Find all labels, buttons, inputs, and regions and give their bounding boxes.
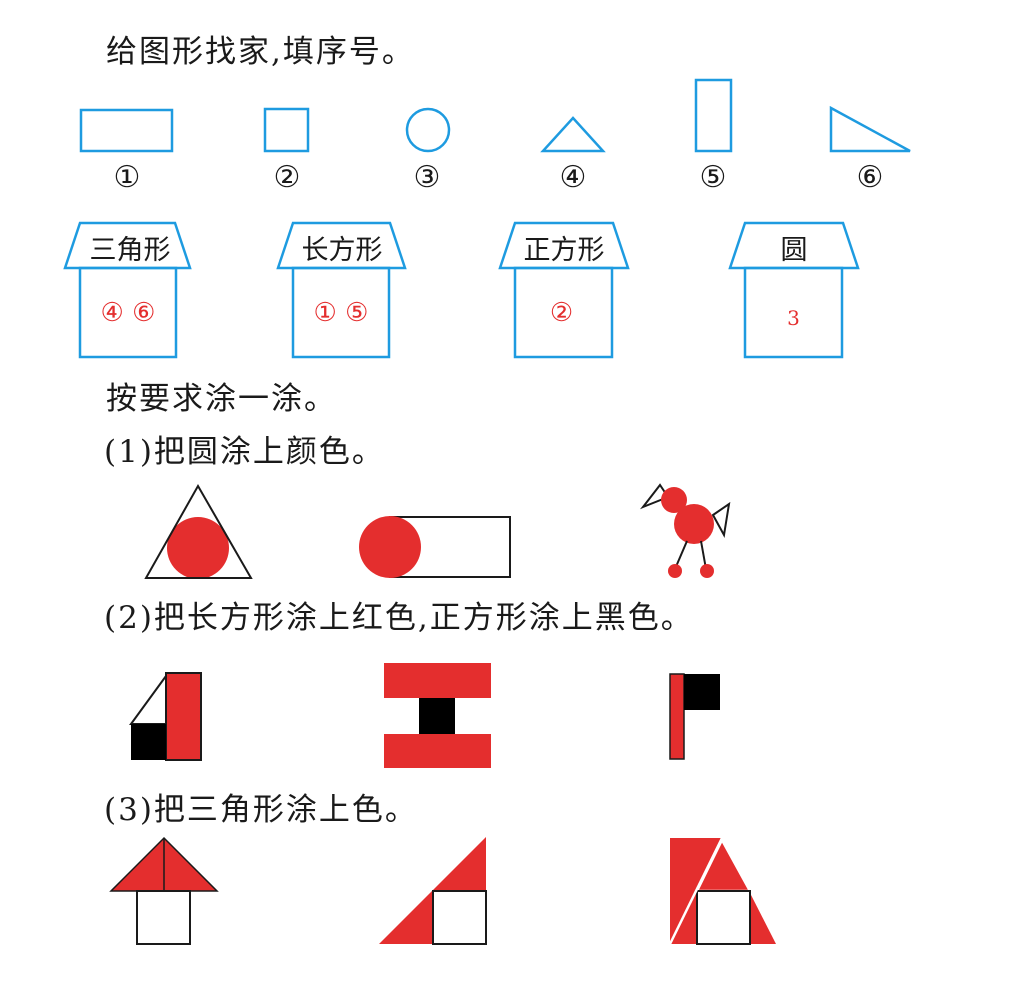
right-triangle-square-figure	[379, 837, 487, 945]
section2-title: 按要求涂一涂。	[106, 381, 337, 417]
answer-rectangle: ① ⑤	[313, 298, 369, 328]
triangle-icon	[540, 116, 606, 153]
shape-number-1: ①	[113, 160, 141, 195]
house-rectangle	[276, 221, 407, 359]
house-triangle	[63, 221, 192, 359]
question-2: (2)把长方形涂上红色,正方形涂上黑色。	[104, 600, 694, 636]
shape-number-6: ⑥	[856, 160, 884, 195]
house-label-square: 正方形	[523, 235, 605, 266]
answer-triangle: ④ ⑥	[100, 298, 156, 328]
house-label-triangle: 三角形	[89, 235, 171, 266]
rectangle-with-circle-figure	[359, 516, 511, 578]
section1-title: 给图形找家,填序号。	[106, 34, 415, 70]
house-circle	[728, 221, 860, 359]
bird-figure	[639, 483, 731, 578]
house-label-circle: 圆	[780, 235, 808, 266]
question-1: (1)把圆涂上颜色。	[104, 434, 385, 470]
square-icon	[263, 107, 310, 153]
shape-number-5: ⑤	[699, 160, 727, 195]
i-beam-figure	[384, 663, 491, 768]
shape-number-4: ④	[559, 160, 587, 195]
a-frame-figure	[668, 837, 776, 945]
question-3: (3)把三角形涂上色。	[104, 792, 418, 828]
house-label-rectangle: 长方形	[301, 235, 383, 266]
house-roof-figure	[109, 836, 219, 945]
flag-figure	[669, 673, 720, 760]
right-triangle-icon	[829, 105, 911, 153]
answer-square: ②	[549, 298, 574, 328]
house-square	[498, 221, 630, 359]
shape-number-2: ②	[273, 160, 301, 195]
square-rectangle-figure-1	[129, 672, 202, 761]
triangle-with-circle-figure	[144, 483, 253, 579]
shape-number-3: ③	[413, 160, 441, 195]
answer-circle: 3	[787, 306, 800, 330]
circle-icon	[405, 107, 451, 153]
tall-rectangle-icon	[694, 78, 733, 153]
